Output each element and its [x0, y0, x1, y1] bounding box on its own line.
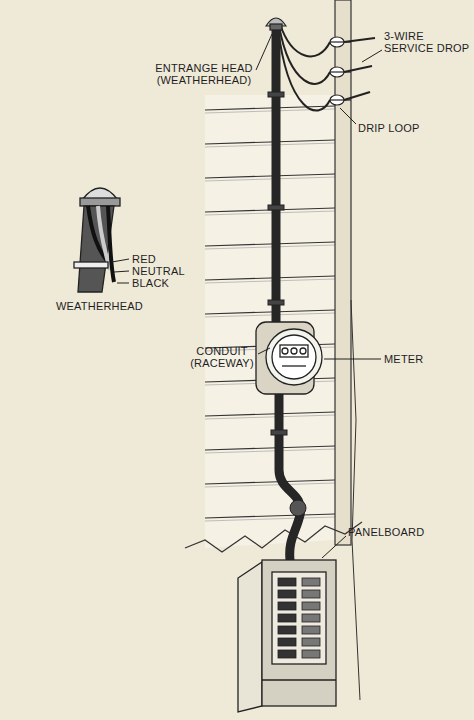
drawing-stroke — [205, 177, 335, 181]
drawing-stroke — [205, 143, 335, 147]
drawing-stroke — [302, 638, 320, 646]
drawing-stroke — [266, 329, 322, 385]
drawing-stroke — [117, 283, 129, 284]
drawing-stroke — [80, 198, 120, 206]
part-label: METER — [384, 353, 454, 365]
drawing-stroke — [270, 24, 282, 30]
drawing-stroke — [278, 602, 296, 610]
drawing-stroke — [78, 206, 114, 292]
drawing-stroke — [238, 562, 262, 712]
part-label: WEATHERHEAD — [56, 300, 156, 312]
drawing-stroke — [205, 106, 335, 521]
drawing-stroke — [114, 271, 129, 272]
drawing-stroke — [344, 66, 372, 72]
leader-lines — [112, 34, 382, 558]
drawing-stroke — [271, 430, 287, 435]
drawing-stroke — [205, 415, 335, 419]
drawing-stroke — [262, 560, 336, 706]
drawing-stroke — [351, 300, 360, 700]
drawing-stroke — [291, 348, 297, 354]
part-label: BLACK — [132, 277, 202, 289]
drawing-stroke — [278, 578, 296, 586]
drawing-stroke — [302, 590, 320, 598]
drawing-stroke — [205, 313, 335, 317]
drawing-stroke — [262, 679, 336, 680]
conduit — [276, 28, 301, 560]
weatherhead — [266, 18, 286, 30]
drawing-stroke — [112, 259, 129, 262]
drawing-stroke — [278, 28, 330, 111]
drawing-stroke — [268, 92, 284, 97]
weatherhead-detail — [74, 188, 120, 292]
drawing-stroke — [282, 348, 288, 354]
drawing-stroke — [258, 348, 270, 354]
drawing-stroke — [272, 28, 281, 325]
drawing-stroke — [74, 262, 108, 268]
drawing-stroke — [302, 578, 320, 586]
drawing-stroke — [278, 614, 296, 622]
drawing-stroke — [205, 517, 335, 521]
drawing-stroke — [330, 71, 351, 72]
drawing-stroke — [205, 449, 335, 453]
drawing-stroke — [302, 602, 320, 610]
part-label: 3-WIRE SERVICE DROP — [384, 30, 470, 54]
drawing-stroke — [268, 205, 284, 210]
drawing-stroke — [279, 392, 301, 560]
drawing-stroke — [279, 26, 330, 84]
part-label: CONDUIT (RACEWAY) — [176, 345, 268, 369]
drawing-stroke — [280, 345, 308, 357]
drawing-stroke — [302, 626, 320, 634]
drawing-stroke — [205, 95, 335, 548]
drawing-stroke — [278, 626, 296, 634]
drawing-stroke — [344, 92, 370, 100]
drawing-stroke — [272, 572, 326, 664]
drawing-stroke — [205, 211, 335, 215]
drawing-stroke — [302, 650, 320, 658]
drawing-stroke — [268, 300, 284, 305]
drawing-stroke — [290, 500, 306, 516]
drawing-stroke — [278, 650, 296, 658]
drawing-stroke — [108, 206, 114, 282]
part-label: DRIP LOOP — [358, 122, 438, 134]
drawing-stroke — [278, 578, 320, 658]
meter — [256, 322, 322, 394]
drawing-stroke — [335, 0, 351, 545]
drawing-stroke — [362, 50, 382, 62]
drawing-stroke — [330, 99, 351, 100]
drawing-stroke — [322, 536, 346, 558]
drawing-stroke — [300, 348, 306, 354]
service-drop — [278, 24, 375, 111]
conduit-straps — [268, 92, 306, 516]
part-label: NEUTRAL — [132, 265, 202, 277]
drawing-stroke — [272, 335, 316, 379]
drawing-stroke — [302, 614, 320, 622]
drawing-stroke — [278, 638, 296, 646]
insulators — [330, 37, 351, 105]
drawing-stroke — [185, 522, 362, 552]
drawing-stroke — [280, 24, 330, 56]
drawing-stroke — [282, 365, 306, 366]
drawing-stroke — [205, 483, 335, 487]
part-label: PANELBOARD — [348, 526, 448, 538]
panelboard — [238, 560, 336, 712]
drawing-stroke — [324, 359, 381, 360]
part-label: RED — [132, 253, 202, 265]
drawing-stroke — [340, 108, 356, 124]
part-label: ENTRANGE HEAD (WEATHERHEAD) — [150, 62, 258, 86]
drawing-stroke — [256, 34, 272, 70]
drawing-stroke — [330, 41, 351, 42]
drawing-stroke — [278, 590, 296, 598]
drawing-stroke — [205, 245, 335, 249]
drawing-stroke — [205, 279, 335, 283]
